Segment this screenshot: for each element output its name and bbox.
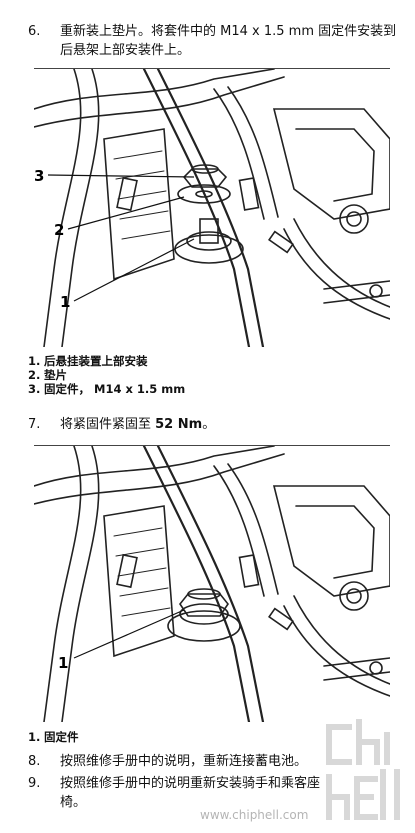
step-text: 重新装上垫片。将套件中的 M14 x 1.5 mm 固定件安装到后悬架上部安装件… [60, 24, 397, 58]
line-drawing: 3 2 1 [34, 69, 390, 347]
step-number: 8. [28, 754, 41, 769]
step-number: 6. [28, 24, 41, 39]
step-7: 7. 将紧固件紧固至 52 Nm。 [28, 415, 405, 434]
callout-1: 1 [60, 293, 70, 311]
torque-value: 52 Nm [155, 417, 203, 432]
figure-1-legend: 1.后悬挂装置上部安装 2.垫片 3.固定件， M14 x 1.5 mm [28, 354, 185, 396]
callout-2: 2 [54, 221, 64, 239]
callout-3: 3 [34, 167, 44, 185]
line-drawing: 1 [34, 446, 390, 722]
legend-item: 1.后悬挂装置上部安装 [28, 354, 148, 368]
watermark-url: www.chiphell.com [200, 808, 309, 822]
step-text: 按照维修手册中的说明重新安装骑手和乘客座椅。 [60, 776, 321, 810]
chiphell-watermark-logo [326, 719, 400, 820]
figure-rear-suspension-mount: 3 2 1 [34, 68, 390, 347]
legend-item: 2.垫片 [28, 368, 67, 382]
figure-fastener-tightened: 1 [34, 445, 390, 722]
step-9: 9. 按照维修手册中的说明重新安装骑手和乘客座椅。 [28, 774, 405, 812]
figure-2-legend: 1.固定件 [28, 730, 79, 744]
legend-item: 1.固定件 [28, 730, 79, 744]
step-number: 7. [28, 417, 41, 432]
step-text: 按照维修手册中的说明，重新连接蓄电池。 [60, 754, 308, 769]
step-8: 8. 按照维修手册中的说明，重新连接蓄电池。 [28, 752, 405, 771]
step-text: 将紧固件紧固至 52 Nm。 [60, 417, 216, 432]
step-number: 9. [28, 776, 41, 791]
legend-item: 3.固定件， M14 x 1.5 mm [28, 382, 186, 396]
step-6: 6. 重新装上垫片。将套件中的 M14 x 1.5 mm 固定件安装到后悬架上部… [28, 22, 405, 60]
callout-1: 1 [58, 654, 68, 672]
